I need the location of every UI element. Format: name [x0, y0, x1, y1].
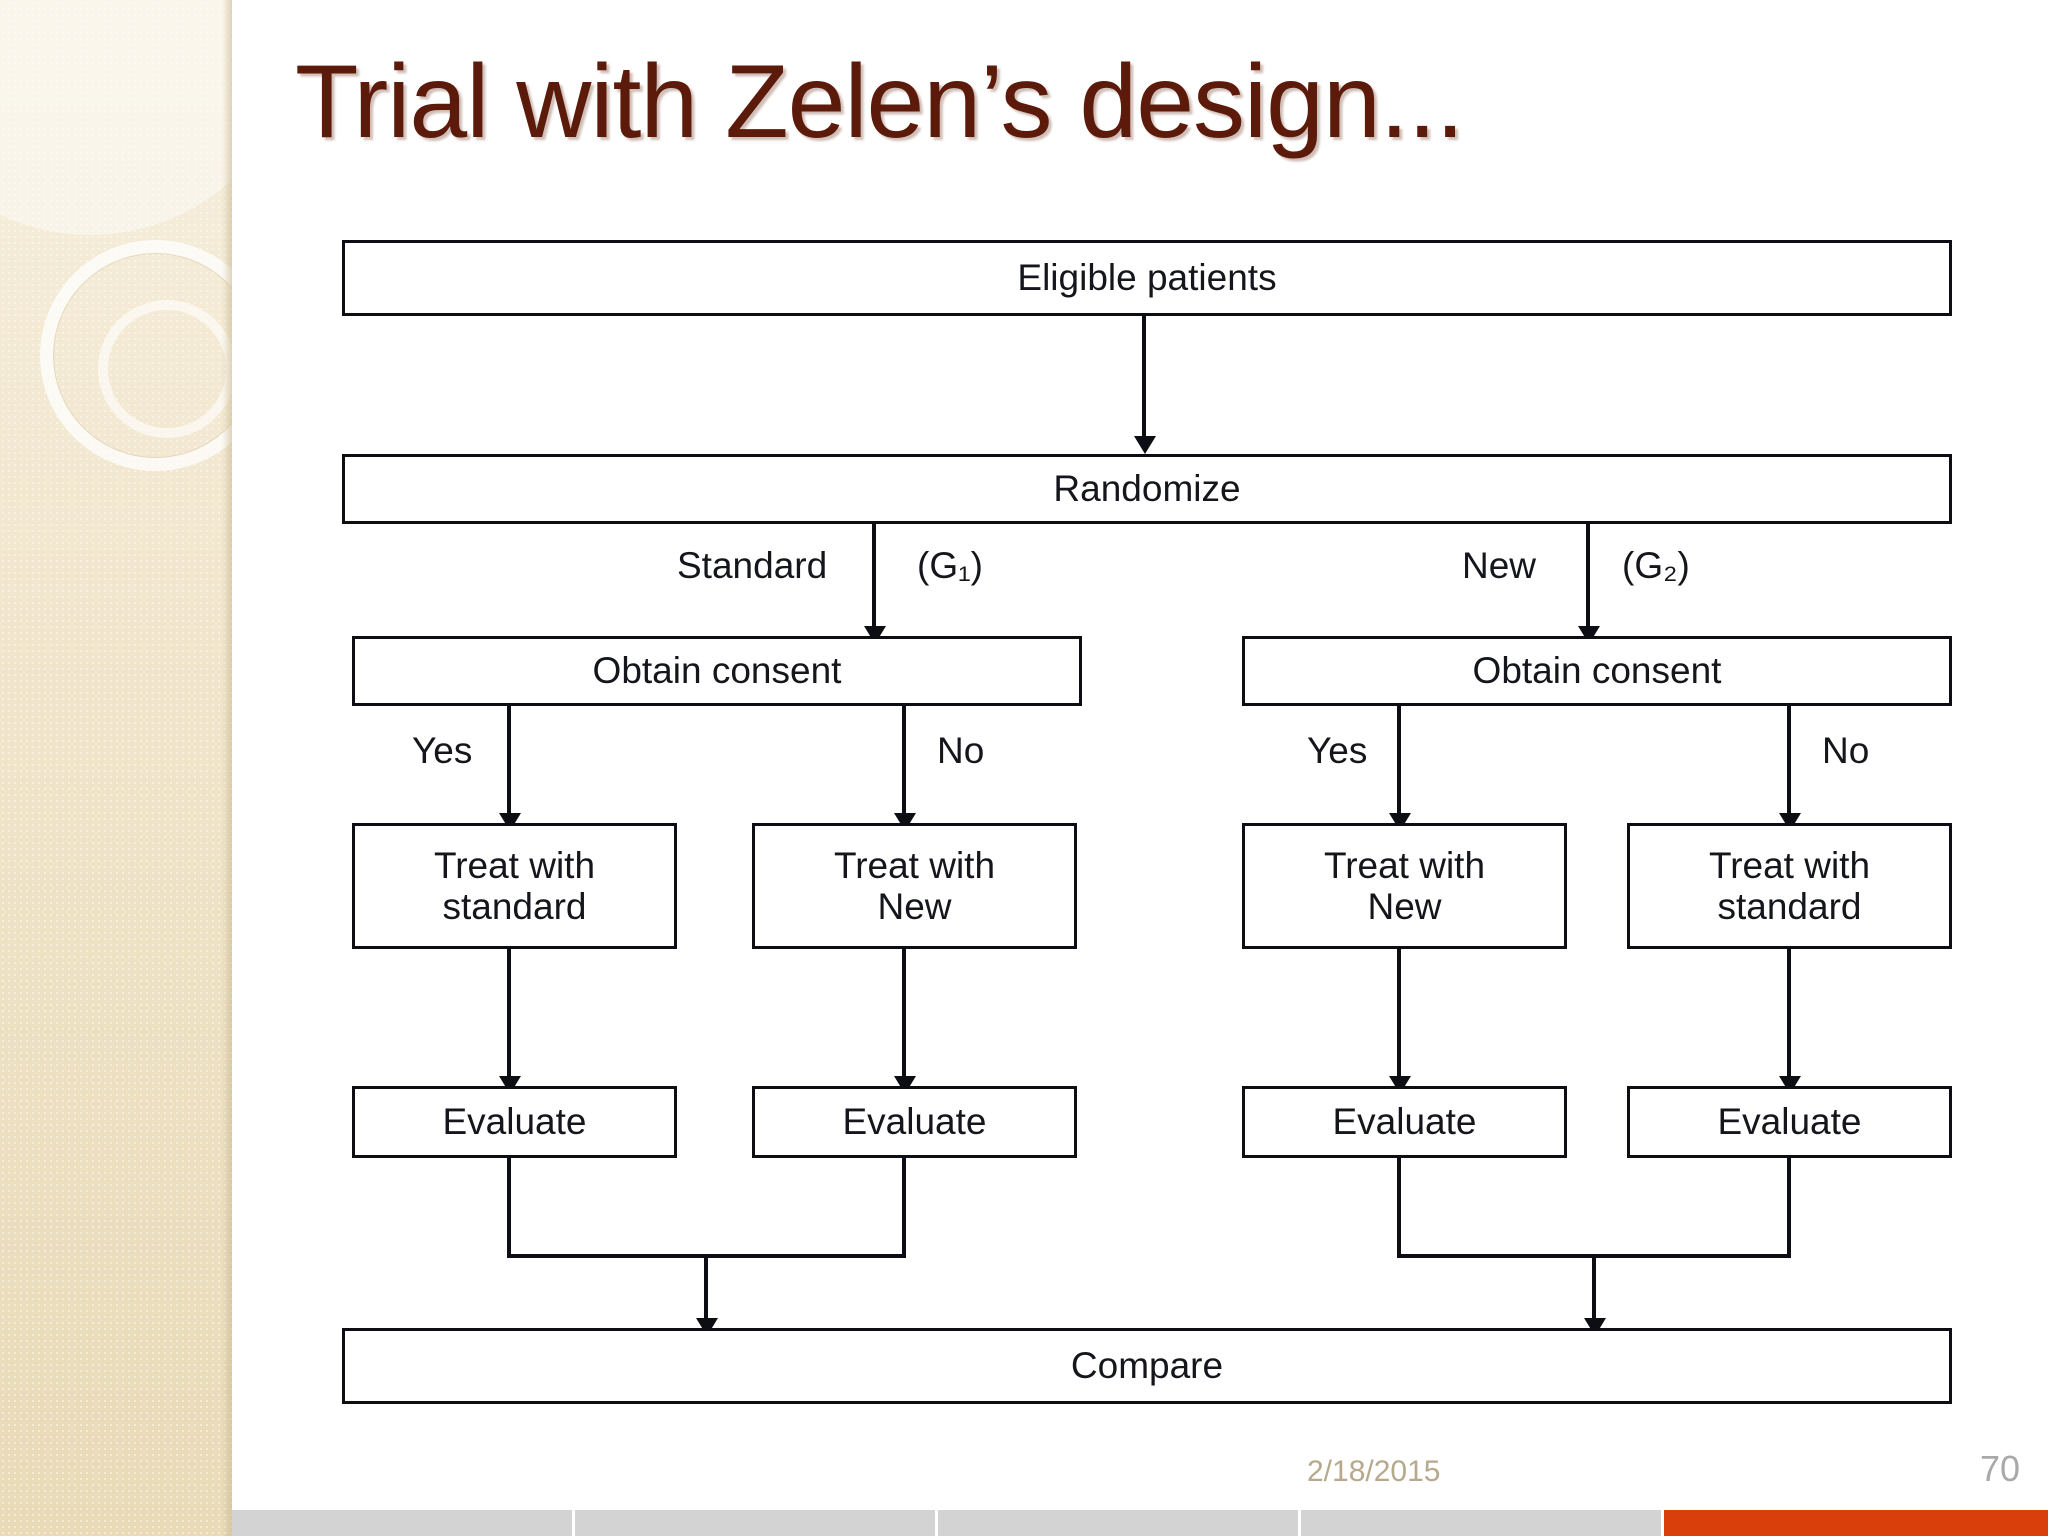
node-evaluate-1: Evaluate: [352, 1086, 677, 1158]
edge-label-yes-right: Yes: [1307, 730, 1368, 771]
edge-merge-right-to-compare: [1592, 1254, 1596, 1326]
slide-content: Trial with Zelen’s design... Eligible pa…: [232, 0, 2048, 1536]
band-edge-shadow: [222, 0, 232, 1536]
slide-decorative-band: [0, 0, 232, 1536]
edge-consent-right-yes: [1397, 706, 1401, 821]
node-evaluate-2: Evaluate: [752, 1086, 1077, 1158]
footer-segment-3: [938, 1510, 1301, 1536]
footer-progress-bar: [232, 1510, 2048, 1536]
footer-segment-active: [1664, 1510, 2048, 1536]
edge-merge-left-to-compare: [704, 1254, 708, 1326]
node-evaluate-4: Evaluate: [1627, 1086, 1952, 1158]
slide-date: 2/18/2015: [1307, 1455, 1441, 1488]
edge-treat-rr-to-eval4: [1787, 949, 1791, 1084]
edge-label-standard: Standard: [677, 545, 828, 586]
node-obtain-consent-right: Obtain consent: [1242, 636, 1952, 706]
footer-segment-4: [1301, 1510, 1664, 1536]
edge-label-new: New: [1462, 545, 1537, 586]
node-treat-new-right: Treat with New: [1242, 823, 1567, 949]
node-treat-standard-left: Treat with standard: [352, 823, 677, 949]
arrowhead-randomize: [1134, 436, 1156, 454]
edge-eval1-down: [507, 1158, 511, 1258]
node-eligible-patients: Eligible patients: [342, 240, 1952, 316]
edge-eligible-to-randomize: [1142, 316, 1146, 444]
band-ring-inner: [98, 300, 232, 438]
node-obtain-consent-left: Obtain consent: [352, 636, 1082, 706]
footer-segment-2: [575, 1510, 938, 1536]
edge-treat-rl-to-eval3: [1397, 949, 1401, 1084]
edge-label-no-left: No: [937, 730, 985, 771]
node-randomize: Randomize: [342, 454, 1952, 524]
edge-consent-left-yes: [507, 706, 511, 821]
edge-consent-left-no: [902, 706, 906, 821]
node-treat-new-left: Treat with New: [752, 823, 1077, 949]
edge-label-no-right: No: [1822, 730, 1870, 771]
edge-treat-ll-to-eval1: [507, 949, 511, 1084]
edge-label-yes-left: Yes: [412, 730, 473, 771]
slide-page-number: 70: [1979, 1448, 2020, 1489]
zelen-design-flowchart: Eligible patients Randomize Standard (G₁…: [322, 240, 1972, 1480]
edge-eval4-down: [1787, 1158, 1791, 1258]
page-title: Trial with Zelen’s design...: [295, 44, 1465, 160]
edge-label-g2: (G₂): [1622, 545, 1690, 586]
footer-segment-1: [232, 1510, 575, 1536]
node-treat-standard-right: Treat with standard: [1627, 823, 1952, 949]
edge-label-g1: (G₁): [917, 545, 983, 586]
edge-treat-lr-to-eval2: [902, 949, 906, 1084]
node-compare: Compare: [342, 1328, 1952, 1404]
edge-consent-right-no: [1787, 706, 1791, 821]
band-blob-shape: [0, 0, 232, 235]
edge-randomize-to-consent-right: [1586, 524, 1590, 634]
node-evaluate-3: Evaluate: [1242, 1086, 1567, 1158]
edge-eval3-down: [1397, 1158, 1401, 1258]
edge-randomize-to-consent-left: [872, 524, 876, 634]
edge-eval2-down: [902, 1158, 906, 1258]
